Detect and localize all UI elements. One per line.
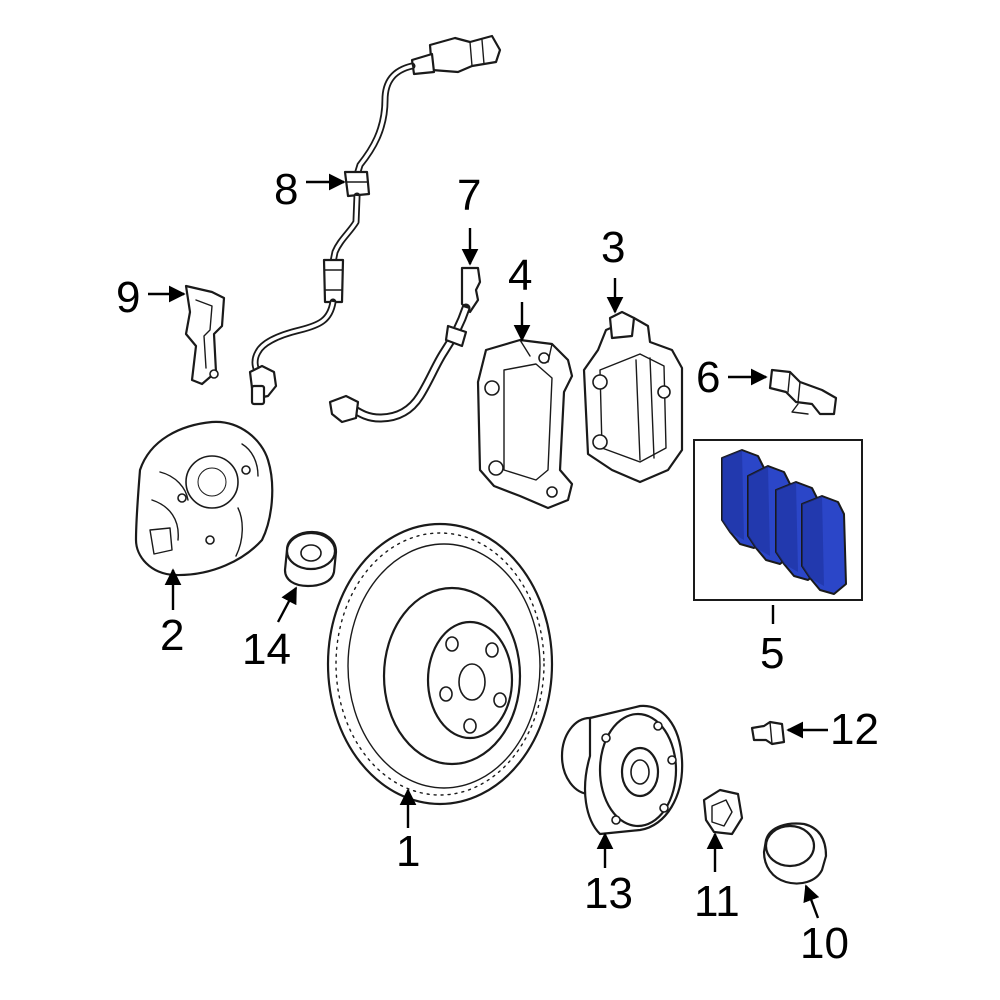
callout-7: 7 <box>457 171 481 220</box>
callout-10: 10 <box>800 919 849 968</box>
part-12-bolt[interactable] <box>750 720 786 746</box>
arrow-14 <box>276 586 298 623</box>
callout-2: 2 <box>160 611 184 660</box>
part-6-pad-wear-sensor[interactable] <box>768 368 838 416</box>
part-7-brake-hose[interactable] <box>328 266 482 424</box>
callout-6: 6 <box>696 353 720 402</box>
part-3-caliper-housing[interactable] <box>582 310 684 484</box>
callout-12: 12 <box>830 705 879 754</box>
callout-arrows <box>148 173 828 919</box>
part-5-brake-pad-set[interactable] <box>693 439 863 601</box>
part-14-spacer-ring[interactable] <box>283 530 338 588</box>
part-8-abs-sensor-harness[interactable] <box>248 34 502 406</box>
callout-14: 14 <box>242 625 291 674</box>
callout-3: 3 <box>601 223 625 272</box>
part-2-splash-shield[interactable] <box>134 420 274 577</box>
part-9-hose-bracket[interactable] <box>184 284 226 386</box>
callout-4: 4 <box>508 251 532 300</box>
part-11-hub-nut[interactable] <box>702 788 744 836</box>
part-13-wheel-hub[interactable] <box>560 704 684 836</box>
callout-1: 1 <box>396 827 420 876</box>
callout-5: 5 <box>760 629 784 678</box>
callout-13: 13 <box>584 869 633 918</box>
part-10-dust-cap[interactable] <box>762 822 828 885</box>
callout-9: 9 <box>116 273 140 322</box>
callout-11: 11 <box>694 877 740 926</box>
part-1-brake-rotor[interactable] <box>326 522 554 806</box>
part-4-caliper-bracket[interactable] <box>476 338 574 510</box>
callout-8: 8 <box>274 165 298 214</box>
arrow-10 <box>803 884 820 919</box>
callout-labels: 1 2 3 4 5 6 7 8 9 10 11 12 13 14 <box>116 165 879 968</box>
